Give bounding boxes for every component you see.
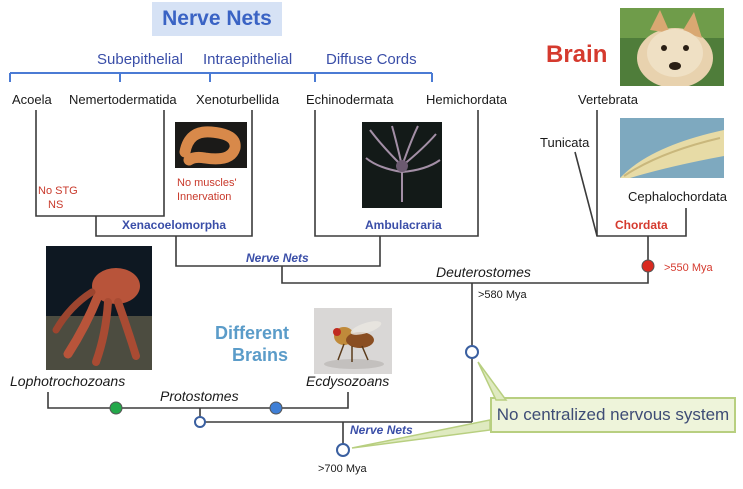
nerve-nets-banner: Nerve Nets <box>152 2 282 36</box>
taxon-hemichordata: Hemichordata <box>426 92 508 107</box>
note-innervation: Innervation <box>177 191 231 203</box>
label-intraepithelial: Intraepithelial <box>203 51 292 68</box>
taxon-cephalochordata: Cephalochordata <box>628 189 728 204</box>
age-chordata: >550 Mya <box>664 262 713 274</box>
chordata-node <box>641 259 655 273</box>
note-different: Different <box>215 323 289 343</box>
taxon-echinodermata: Echinodermata <box>306 92 394 107</box>
octopus-photo <box>46 246 152 370</box>
fly-photo <box>314 308 392 374</box>
age-root: >700 Mya <box>318 463 367 475</box>
crinoid-photo <box>362 122 442 208</box>
nerve-nets-title: Nerve Nets <box>162 7 272 30</box>
taxon-ecdysozoans: Ecdysozoans <box>306 373 389 389</box>
protostome-open-node <box>194 416 206 428</box>
note-brains: Brains <box>232 345 288 365</box>
amphioxus-photo <box>620 118 724 178</box>
lophotrochozoan-node <box>109 401 123 415</box>
taxon-tunicata: Tunicata <box>540 135 590 150</box>
ecdysozoan-node <box>269 401 283 415</box>
brain-title: Brain <box>546 41 607 68</box>
callout-pointer-2 <box>351 419 491 449</box>
callout-text: No centralized nervous system <box>496 405 730 424</box>
clade-deuterostomes: Deuterostomes <box>436 264 531 280</box>
callout-pointer <box>477 361 508 401</box>
clade-xenacoelomorpha: Xenacoelomorpha <box>122 218 226 232</box>
nerve-net-bracket <box>9 72 433 82</box>
label-diffuse-cords: Diffuse Cords <box>326 51 417 68</box>
no-cns-callout: No centralized nervous system <box>490 397 736 433</box>
clade-ambulacraria: Ambulacraria <box>365 218 442 232</box>
clade-chordata: Chordata <box>615 218 668 232</box>
root-open-node <box>336 443 350 457</box>
clade-protostomes: Protostomes <box>160 388 239 404</box>
label-subepithelial: Subepithelial <box>97 51 183 68</box>
taxon-xenoturbellida: Xenoturbellida <box>196 92 280 107</box>
tree-lines <box>35 110 687 450</box>
note-ns: NS <box>48 199 63 211</box>
note-no-stg: No STG <box>38 185 78 197</box>
dog-photo <box>620 8 724 86</box>
taxon-lophotrochozoans: Lophotrochozoans <box>10 373 125 389</box>
taxon-vertebrata: Vertebrata <box>578 92 639 107</box>
deuterostome-open-node <box>465 345 479 359</box>
taxon-acoela: Acoela <box>12 92 53 107</box>
age-deuterostome: >580 Mya <box>478 289 527 301</box>
worm-photo <box>175 122 247 168</box>
note-no-muscles: No muscles' <box>177 177 237 189</box>
taxon-nemertodermatida: Nemertodermatida <box>69 92 177 107</box>
note-nerve-nets-mid: Nerve Nets <box>246 251 309 265</box>
note-nerve-nets-root: Nerve Nets <box>350 423 413 437</box>
